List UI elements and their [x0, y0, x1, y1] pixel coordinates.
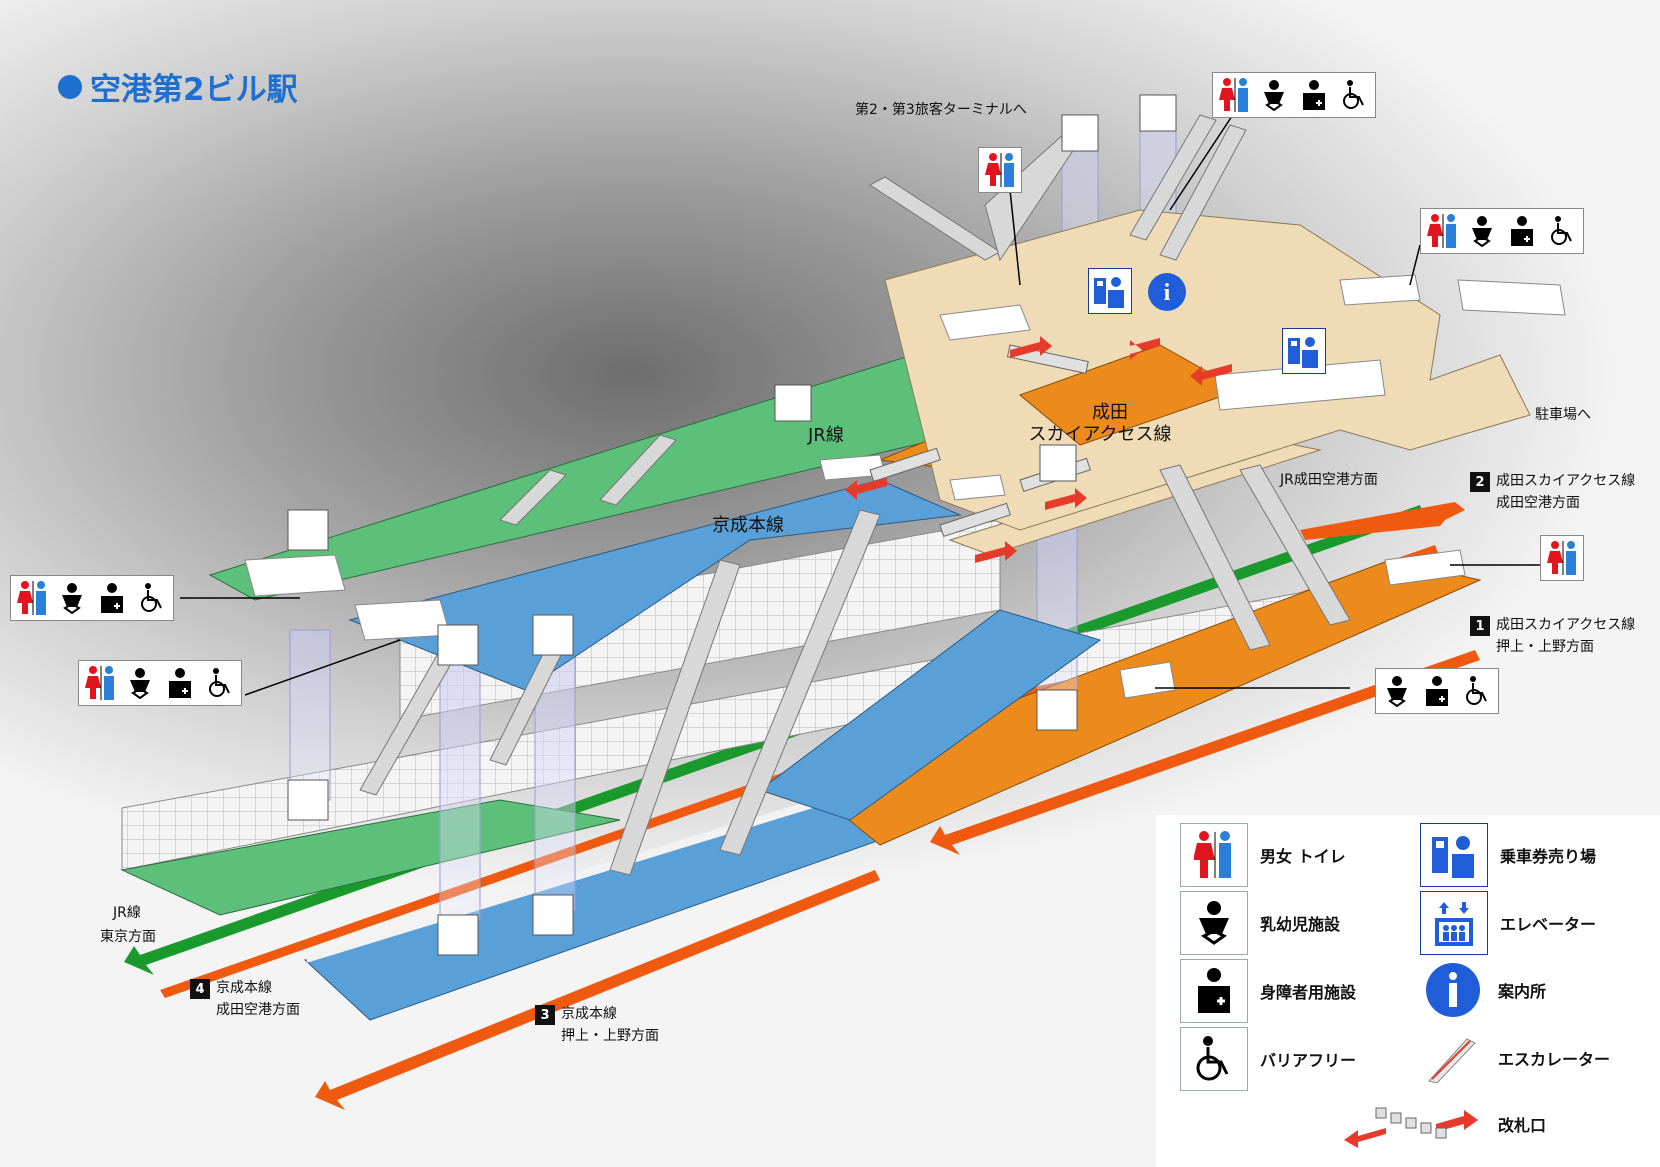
- accessible-toilet-icon: [1504, 212, 1540, 250]
- track-arrow-platform-2: [1300, 502, 1465, 540]
- skyaccess-platform: [799, 559, 1482, 846]
- label-to-parking: 駐車場へ: [1535, 407, 1591, 423]
- legend-panel: 男女 トイレ 乗車券売り場 乳幼児施設 エレベーター 身障者用施設 案内所 バリ…: [1156, 815, 1660, 1167]
- callout-lines: [180, 109, 1540, 696]
- nursery-icon: [1256, 76, 1292, 114]
- information-icon: [1148, 273, 1186, 311]
- nursery-icon: [54, 579, 90, 617]
- restroom-icon: [1216, 76, 1252, 114]
- label-to-terminal: 第2・第3旅客ターミナルへ: [855, 102, 1027, 118]
- facility-rooms: [244, 274, 1566, 699]
- facility-icons-jr-concourse: [10, 575, 174, 621]
- wheelchair-icon: [1459, 672, 1495, 710]
- label-skyaccess-2: スカイアクセス線: [1028, 424, 1172, 445]
- facility-icons-keisei-concourse: [78, 660, 242, 706]
- accessible-toilet-icon: [1180, 959, 1248, 1023]
- label-jr-airport-direction: JR成田空港方面: [1280, 472, 1378, 488]
- ticket-machine-box-concourse: [1282, 328, 1326, 374]
- ticket-machine-icon: [1092, 272, 1128, 310]
- station-title: 空港第2ビル駅: [58, 64, 298, 109]
- nursery-icon: [122, 664, 158, 702]
- facility-icons-skyaccess-platform: [1375, 668, 1499, 714]
- ticket-machine-icon: [1420, 823, 1488, 887]
- facility-icons-parking-side: [1420, 208, 1584, 254]
- track-arrow-platform-3: [315, 870, 880, 1110]
- legend-item-restroom: 男女 トイレ: [1180, 823, 1346, 887]
- restroom-icon-box-platform: [1540, 535, 1584, 581]
- elevator-icon: [1420, 891, 1488, 955]
- jr-platform: [120, 799, 621, 916]
- legend-item-wheelchair: バリアフリー: [1180, 1027, 1356, 1091]
- elevator-cars: [287, 94, 1177, 956]
- label-keisei-main: 京成本線: [712, 515, 784, 536]
- wheelchair-icon: [1544, 212, 1580, 250]
- restroom-icon: [982, 151, 1018, 189]
- wheelchair-icon: [202, 664, 238, 702]
- wheelchair-icon: [1336, 76, 1372, 114]
- keisei-platform-upper: [758, 609, 1102, 821]
- facility-icons-top-terminal: [1212, 72, 1376, 118]
- escalators: [359, 114, 1351, 876]
- ticket-machine-icon: [1286, 332, 1322, 370]
- platform-3-label: 3 京成本線押上・上野方面: [535, 1003, 659, 1047]
- restroom-icon: [1424, 212, 1460, 250]
- platform-number: 3: [535, 1005, 555, 1025]
- legend-item-elevator: エレベーター: [1420, 891, 1596, 955]
- restroom-icon: [1180, 823, 1248, 887]
- label-jr-tokyo-line: JR線: [113, 905, 141, 921]
- ticket-machine-box-top: [1088, 268, 1132, 314]
- label-jr-line: JR線: [808, 425, 844, 446]
- legend-item-ticket-gate: 改札口: [1336, 1093, 1546, 1155]
- restroom-icon-box-top: [978, 147, 1022, 193]
- accessible-toilet-icon: [162, 664, 198, 702]
- ticket-gate-icon: [1336, 1093, 1486, 1155]
- legend-item-nursery: 乳幼児施設: [1180, 891, 1340, 955]
- label-skyaccess-1: 成田: [1092, 402, 1128, 423]
- nursery-icon: [1379, 672, 1415, 710]
- gate-direction-arrows: [845, 336, 1232, 563]
- nursery-icon: [1464, 212, 1500, 250]
- title-dot-icon: [58, 74, 82, 99]
- wheelchair-icon: [1180, 1027, 1248, 1091]
- restroom-icon: [82, 664, 118, 702]
- legend-item-ticket-machine: 乗車券売り場: [1420, 823, 1596, 887]
- restroom-icon: [14, 579, 50, 617]
- svg-text:i: i: [1164, 280, 1171, 306]
- legend-item-accessible-toilet: 身障者用施設: [1180, 959, 1356, 1023]
- escalator-icon: [1420, 1027, 1486, 1089]
- accessible-toilet-icon: [1296, 76, 1332, 114]
- platform-number: 1: [1470, 616, 1490, 636]
- label-jr-tokyo-direction: 東京方面: [100, 929, 156, 945]
- nursery-icon: [1180, 891, 1248, 955]
- restroom-icon: [1544, 539, 1580, 577]
- accessible-toilet-icon: [94, 579, 130, 617]
- platform-4-label: 4 京成本線成田空港方面: [190, 977, 300, 1021]
- wheelchair-icon: [134, 579, 170, 617]
- legend-item-escalator: エスカレーター: [1420, 1027, 1610, 1089]
- track-arrow-platform-1: [930, 650, 1480, 855]
- information-icon: [1420, 959, 1486, 1021]
- platform-2-label: 2 成田スカイアクセス線成田空港方面: [1470, 470, 1635, 514]
- legend-item-information: 案内所: [1420, 959, 1546, 1021]
- platform-number: 2: [1470, 472, 1490, 492]
- platform-1-label: 1 成田スカイアクセス線押上・上野方面: [1470, 614, 1635, 658]
- accessible-toilet-icon: [1419, 672, 1455, 710]
- platform-number: 4: [190, 979, 210, 999]
